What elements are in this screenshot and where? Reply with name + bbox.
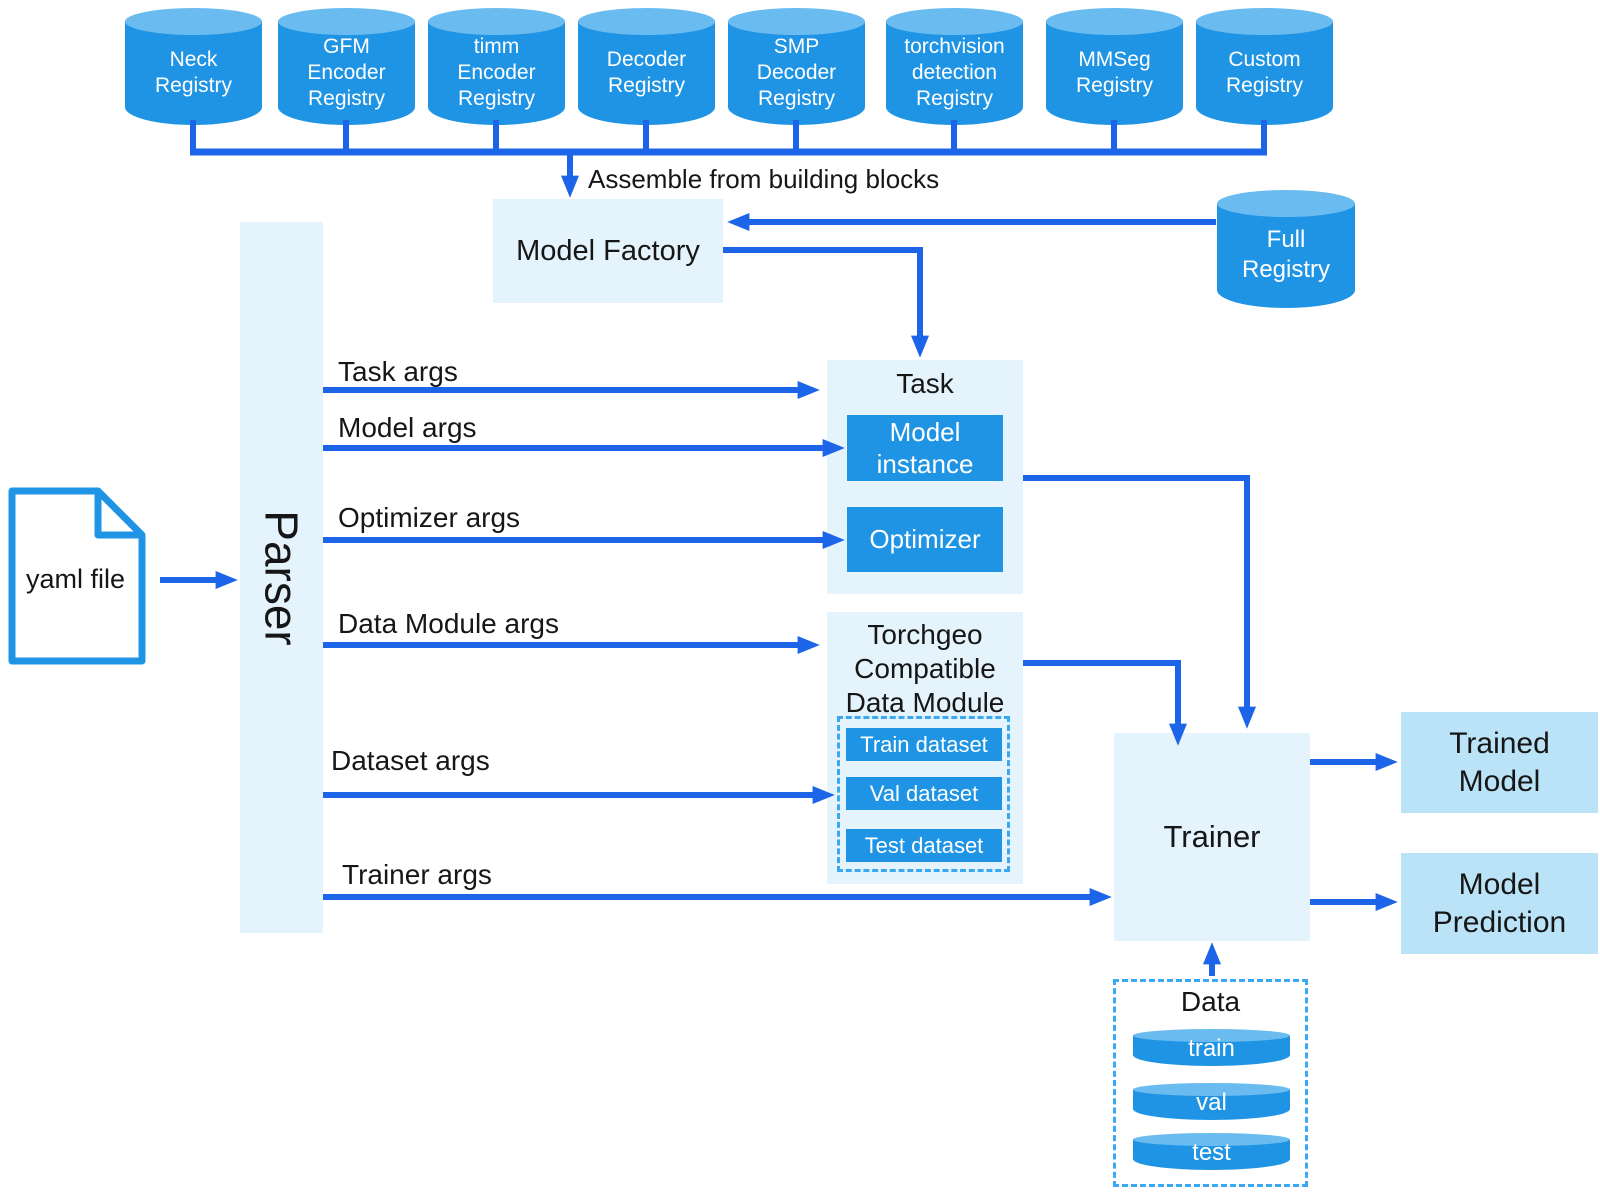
trainer-node: Trainer xyxy=(1114,733,1310,941)
model-prediction-node: Model Prediction xyxy=(1401,853,1598,954)
cylinder-body xyxy=(1196,21,1333,125)
cylinder-body xyxy=(886,21,1023,125)
test-dataset-node: Test dataset xyxy=(846,829,1002,862)
arg-label-model: Model args xyxy=(338,412,477,443)
parser-node: Parser xyxy=(240,222,323,933)
registry-cylinder-gfm-encoder: GFM Encoder Registry xyxy=(278,8,415,125)
registry-label: Decoder Registry xyxy=(606,47,687,97)
cylinder-top xyxy=(1133,1029,1290,1042)
cylinder-top xyxy=(1217,190,1355,217)
arg-label-optimizer: Optimizer args xyxy=(338,502,521,533)
cylinder-body xyxy=(1217,203,1355,308)
datasets-frame: Train dataset Val dataset Test dataset xyxy=(837,716,1010,872)
cylinder-body xyxy=(578,21,715,125)
cylinder-top xyxy=(886,8,1023,35)
data-module-node: Torchgeo Compatible Data Module Train da… xyxy=(827,612,1023,884)
data-module-title: Torchgeo Compatible Data Module xyxy=(845,619,1005,718)
arg-label-dataset: Dataset args xyxy=(331,745,490,776)
registry-label: Custom Registry xyxy=(1225,47,1304,97)
registry-cylinder-decoder: Decoder Registry xyxy=(578,8,715,125)
trained-model-node: Trained Model xyxy=(1401,712,1598,813)
registry-label: MMSeg Registry xyxy=(1075,47,1154,97)
data-store-title: Data xyxy=(1180,986,1241,1017)
registry-cylinder-smp-decoder: SMP Decoder Registry xyxy=(728,8,865,125)
registry-cylinder-mmseg: MMSeg Registry xyxy=(1046,8,1183,125)
cylinder-top xyxy=(1046,8,1183,35)
cylinder-top xyxy=(1133,1133,1290,1146)
arg-label-task: Task args xyxy=(338,356,458,387)
cylinder-top xyxy=(728,8,865,35)
cylinder-body xyxy=(728,21,865,125)
registry-cylinder-timm-encoder: timm Encoder Registry xyxy=(428,8,565,125)
registry-label: SMP Decoder Registry xyxy=(756,34,837,110)
val-dataset-node: Val dataset xyxy=(846,777,1002,810)
cylinder-body xyxy=(1046,21,1183,125)
arg-label-trainer: Trainer args xyxy=(342,859,492,890)
train-dataset-node: Train dataset xyxy=(846,728,1002,761)
cylinder-top xyxy=(578,8,715,35)
optimizer-node: Optimizer xyxy=(847,507,1003,572)
task-node: Task Model instance Optimizer xyxy=(827,360,1023,594)
partition-label: val xyxy=(1196,1088,1227,1116)
cylinder-body xyxy=(125,21,262,125)
arrow-model-instance-to-trainer xyxy=(1023,475,1256,729)
cylinder-top xyxy=(278,8,415,35)
arg-label-data-module: Data Module args xyxy=(338,608,560,639)
registry-label: Full Registry xyxy=(1241,226,1331,283)
arrow-factory-to-task xyxy=(723,247,929,358)
yaml-file-label: yaml file xyxy=(25,564,126,594)
cylinder-body xyxy=(278,21,415,125)
partition-label: train xyxy=(1188,1034,1235,1062)
registry-label: Neck Registry xyxy=(154,47,233,97)
cylinder-top xyxy=(125,8,262,35)
val-partition-cylinder: val xyxy=(1133,1083,1290,1120)
registry-label: GFM Encoder Registry xyxy=(307,34,386,110)
cylinder-top xyxy=(1133,1083,1290,1096)
registry-label: torchvision detection Registry xyxy=(904,34,1005,110)
model-factory-node: Model Factory xyxy=(493,199,723,303)
cylinder-top xyxy=(428,8,565,35)
registry-label: timm Encoder Registry xyxy=(457,34,536,110)
arrow-data-module-to-trainer xyxy=(1023,660,1187,746)
parser-label: Parser xyxy=(255,509,308,646)
train-partition-cylinder: train xyxy=(1133,1029,1290,1066)
registry-cylinder-custom: Custom Registry xyxy=(1196,8,1333,125)
test-partition-cylinder: test xyxy=(1133,1133,1290,1170)
assemble-note: Assemble from building blocks xyxy=(588,164,940,194)
data-store-node: Data train val test xyxy=(1113,979,1308,1187)
model-instance-node: Model instance xyxy=(847,415,1003,481)
task-title: Task xyxy=(896,368,954,399)
registry-cylinder-torchvision-detection: torchvision detection Registry xyxy=(886,8,1023,125)
cylinder-top xyxy=(1196,8,1333,35)
registry-cylinder-neck: Neck Registry xyxy=(125,8,262,125)
registry-cylinder-full: Full Registry xyxy=(1217,190,1355,308)
partition-label: test xyxy=(1192,1138,1231,1166)
cylinder-body xyxy=(428,21,565,125)
